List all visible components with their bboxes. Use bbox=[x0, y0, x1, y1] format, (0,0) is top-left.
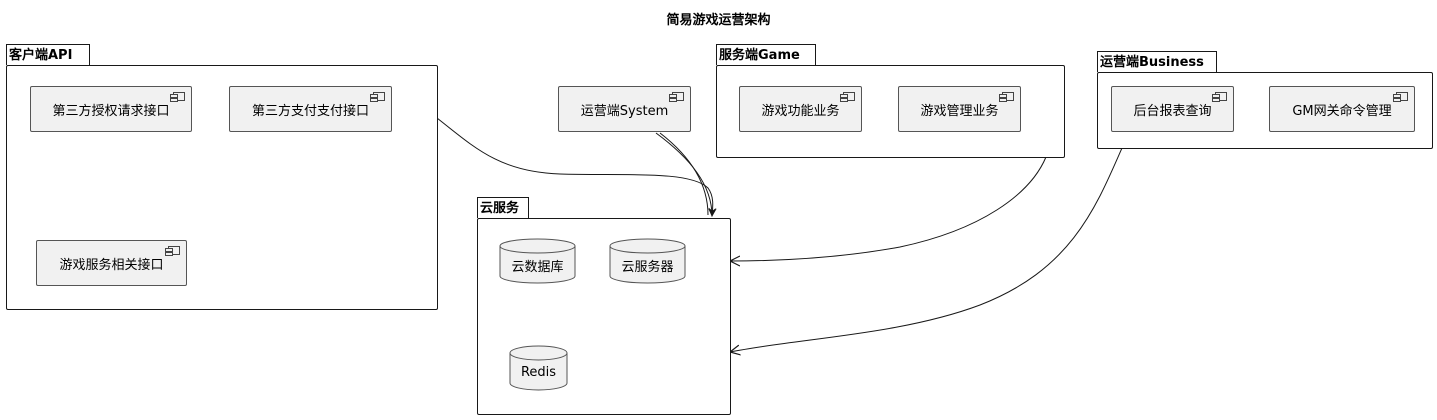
component-third-party-auth[interactable]: 第三方授权请求接口 bbox=[30, 86, 192, 132]
component-gm-gateway[interactable]: GM网关命令管理 bbox=[1269, 86, 1415, 132]
component-icon bbox=[999, 92, 1014, 102]
component-ops-system[interactable]: 运营端System bbox=[558, 86, 691, 132]
edge-system-to-cloud-2 bbox=[659, 132, 709, 216]
component-game-function[interactable]: 游戏功能业务 bbox=[739, 86, 862, 132]
database-redis[interactable]: Redis bbox=[509, 345, 568, 391]
database-icon bbox=[509, 345, 568, 391]
component-game-management[interactable]: 游戏管理业务 bbox=[898, 86, 1021, 132]
component-icon bbox=[370, 92, 385, 102]
package-tab-cloud-service: 云服务 bbox=[477, 197, 529, 218]
edge-client-to-cloud bbox=[436, 117, 717, 217]
component-game-service-api[interactable]: 游戏服务相关接口 bbox=[36, 240, 187, 286]
component-icon bbox=[170, 92, 185, 102]
database-icon bbox=[499, 238, 576, 284]
diagram-title: 简易游戏运营架构 bbox=[666, 13, 771, 28]
component-icon bbox=[1393, 92, 1408, 102]
package-tab-ops-business: 运营端Business bbox=[1097, 51, 1217, 72]
database-cloud-server[interactable]: 云服务器 bbox=[609, 238, 686, 284]
package-tab-client-api: 客户端API bbox=[6, 44, 90, 65]
package-tab-server-game: 服务端Game bbox=[716, 44, 816, 65]
database-cloud-db[interactable]: 云数据库 bbox=[499, 238, 576, 284]
component-icon bbox=[165, 246, 180, 256]
component-icon bbox=[1212, 92, 1227, 102]
component-icon bbox=[669, 92, 684, 102]
edge-game-to-cloud bbox=[730, 156, 1047, 261]
edge-business-to-cloud bbox=[730, 147, 1123, 352]
component-report-query[interactable]: 后台报表查询 bbox=[1111, 86, 1234, 132]
component-icon bbox=[840, 92, 855, 102]
database-icon bbox=[609, 238, 686, 284]
component-third-party-payment[interactable]: 第三方支付支付接口 bbox=[229, 86, 392, 132]
edge-system-to-cloud bbox=[655, 132, 716, 217]
